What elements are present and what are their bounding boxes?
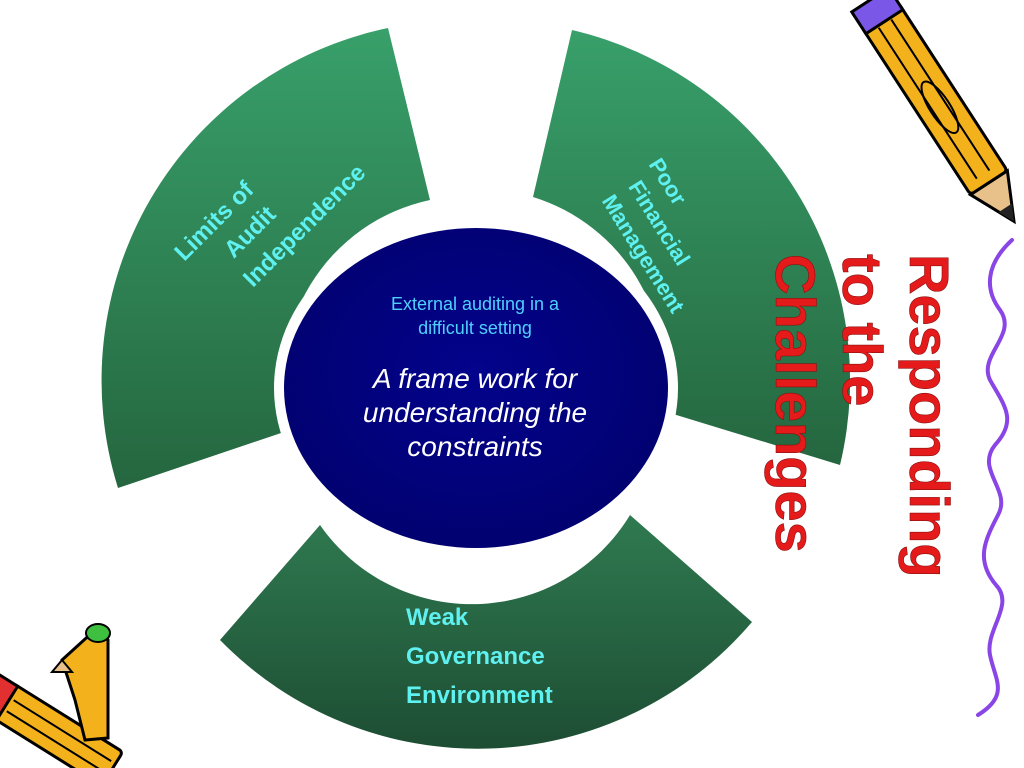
side-title-line2: to the	[831, 254, 894, 406]
hub-main-line1: A frame work for	[372, 363, 578, 394]
segment-right	[533, 30, 851, 465]
hub-circle	[284, 228, 668, 548]
side-title-line1: Responding	[898, 254, 961, 578]
segment-bottom-label: Weak Governance Environment	[406, 598, 553, 715]
hub-subtitle-line2: difficult setting	[418, 318, 532, 338]
hub-main-text: A frame work for understanding the const…	[300, 362, 650, 464]
side-title-line3: Challenges	[764, 254, 827, 553]
side-title: Responding to the Challenges	[764, 254, 962, 578]
hub-subtitle-line1: External auditing in a	[390, 294, 560, 314]
pencil-icon	[49, 623, 111, 742]
pencil-icon	[0, 672, 123, 768]
segment-bottom-line1: Weak	[406, 604, 469, 631]
hub-main-line3: constraints	[407, 431, 543, 462]
segment-bottom-line2: Governance	[406, 643, 545, 670]
hub-main-line2: understanding the	[362, 397, 588, 428]
hub-subtitle: External auditing in a difficult setting	[300, 292, 650, 340]
pencil-icon	[849, 0, 1016, 225]
segment-bottom	[220, 515, 752, 749]
decorative-squiggle	[976, 238, 1014, 717]
segment-left	[101, 28, 430, 488]
segment-bottom-line3: Environment	[406, 682, 553, 709]
